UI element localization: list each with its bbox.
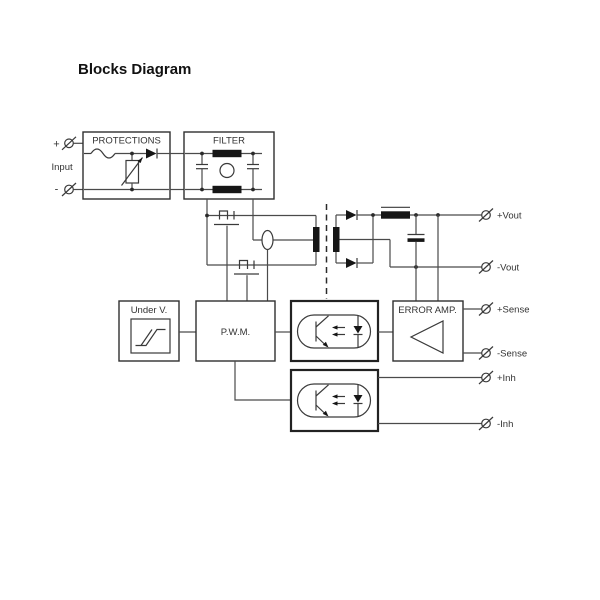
vout-plus-label: +Vout (497, 211, 522, 222)
protections-label: PROTECTIONS (92, 136, 161, 147)
pwm-block: P.W.M. (195, 300, 276, 362)
junction-dot (200, 151, 204, 156)
junction-dot (130, 187, 134, 192)
inductor-icon (381, 206, 410, 219)
under-voltage-label: Under V. (131, 305, 168, 316)
secondary-winding (333, 227, 340, 252)
terminal-icon-vout-minus (478, 260, 494, 274)
amplifier-icon (409, 320, 444, 354)
sense-plus-label: +Sense (497, 305, 530, 316)
pwm-label: P.W.M. (221, 327, 250, 338)
input-terminals: + Input - (52, 136, 83, 197)
junction-dot (251, 151, 255, 156)
input-plus-sign: + (53, 139, 59, 151)
filter-label: FILTER (213, 136, 245, 147)
filter-block: FILTER (183, 131, 275, 200)
primary-winding (313, 227, 320, 252)
inductor-icon (212, 149, 242, 158)
primary-switching-stage (205, 199, 317, 301)
varistor-icon (121, 153, 143, 190)
under-voltage-box (118, 300, 180, 362)
output-terminals: +Vout -Vout +Sense -Sense +Inh -Inh (478, 208, 530, 431)
optocoupler-icon (296, 383, 372, 418)
fuse-icon (84, 148, 116, 159)
terminal-icon-input-plus (61, 136, 77, 151)
terminal-icon-input-minus (61, 182, 77, 197)
choke-core-icon (219, 162, 235, 179)
terminal-icon-sense-minus (478, 346, 494, 360)
error-amp-block: ERROR AMP. (392, 300, 464, 362)
junction-dot (251, 187, 255, 192)
error-amp-label: ERROR AMP. (398, 305, 456, 316)
diode-icon (346, 258, 358, 268)
diode-icon (346, 210, 358, 220)
junction-dot (371, 213, 375, 217)
transformer-icon (313, 227, 340, 252)
inh-plus-label: +Inh (497, 373, 516, 384)
optocoupler-box (289, 299, 380, 363)
junction-dot (130, 151, 134, 156)
mosfet-icon (214, 210, 239, 301)
optocoupler-inhibit-block (289, 368, 380, 433)
output-rectifier-stage (335, 206, 482, 301)
junction-dot (200, 187, 204, 192)
terminal-icon-inh-minus (478, 416, 494, 431)
terminal-icon-inh-plus (478, 370, 494, 385)
input-group-label: Input (52, 162, 73, 173)
vout-minus-label: -Vout (497, 263, 520, 274)
inh-minus-label: -Inh (497, 419, 513, 430)
sense-minus-label: -Sense (497, 349, 527, 360)
capacitor-icon (407, 215, 425, 301)
inductor-icon (212, 185, 242, 194)
input-minus-sign: - (55, 184, 59, 196)
optocoupler-icon (296, 314, 372, 349)
pwm-box (195, 300, 276, 362)
current-transformer-icon (261, 229, 274, 301)
wire (234, 361, 291, 401)
hysteresis-box (130, 318, 171, 354)
junction-dot (205, 213, 209, 218)
optocoupler-box (289, 368, 380, 433)
page-title: Blocks Diagram (78, 61, 191, 78)
terminal-icon-vout-plus (478, 208, 494, 222)
error-amp-box (392, 300, 464, 362)
optocoupler-feedback-block (289, 299, 380, 363)
under-voltage-block: Under V. (118, 300, 180, 362)
hysteresis-icon (135, 328, 166, 347)
terminal-icon-sense-plus (478, 302, 494, 316)
protections-block: PROTECTIONS (82, 131, 171, 200)
mosfet-icon (234, 259, 259, 301)
